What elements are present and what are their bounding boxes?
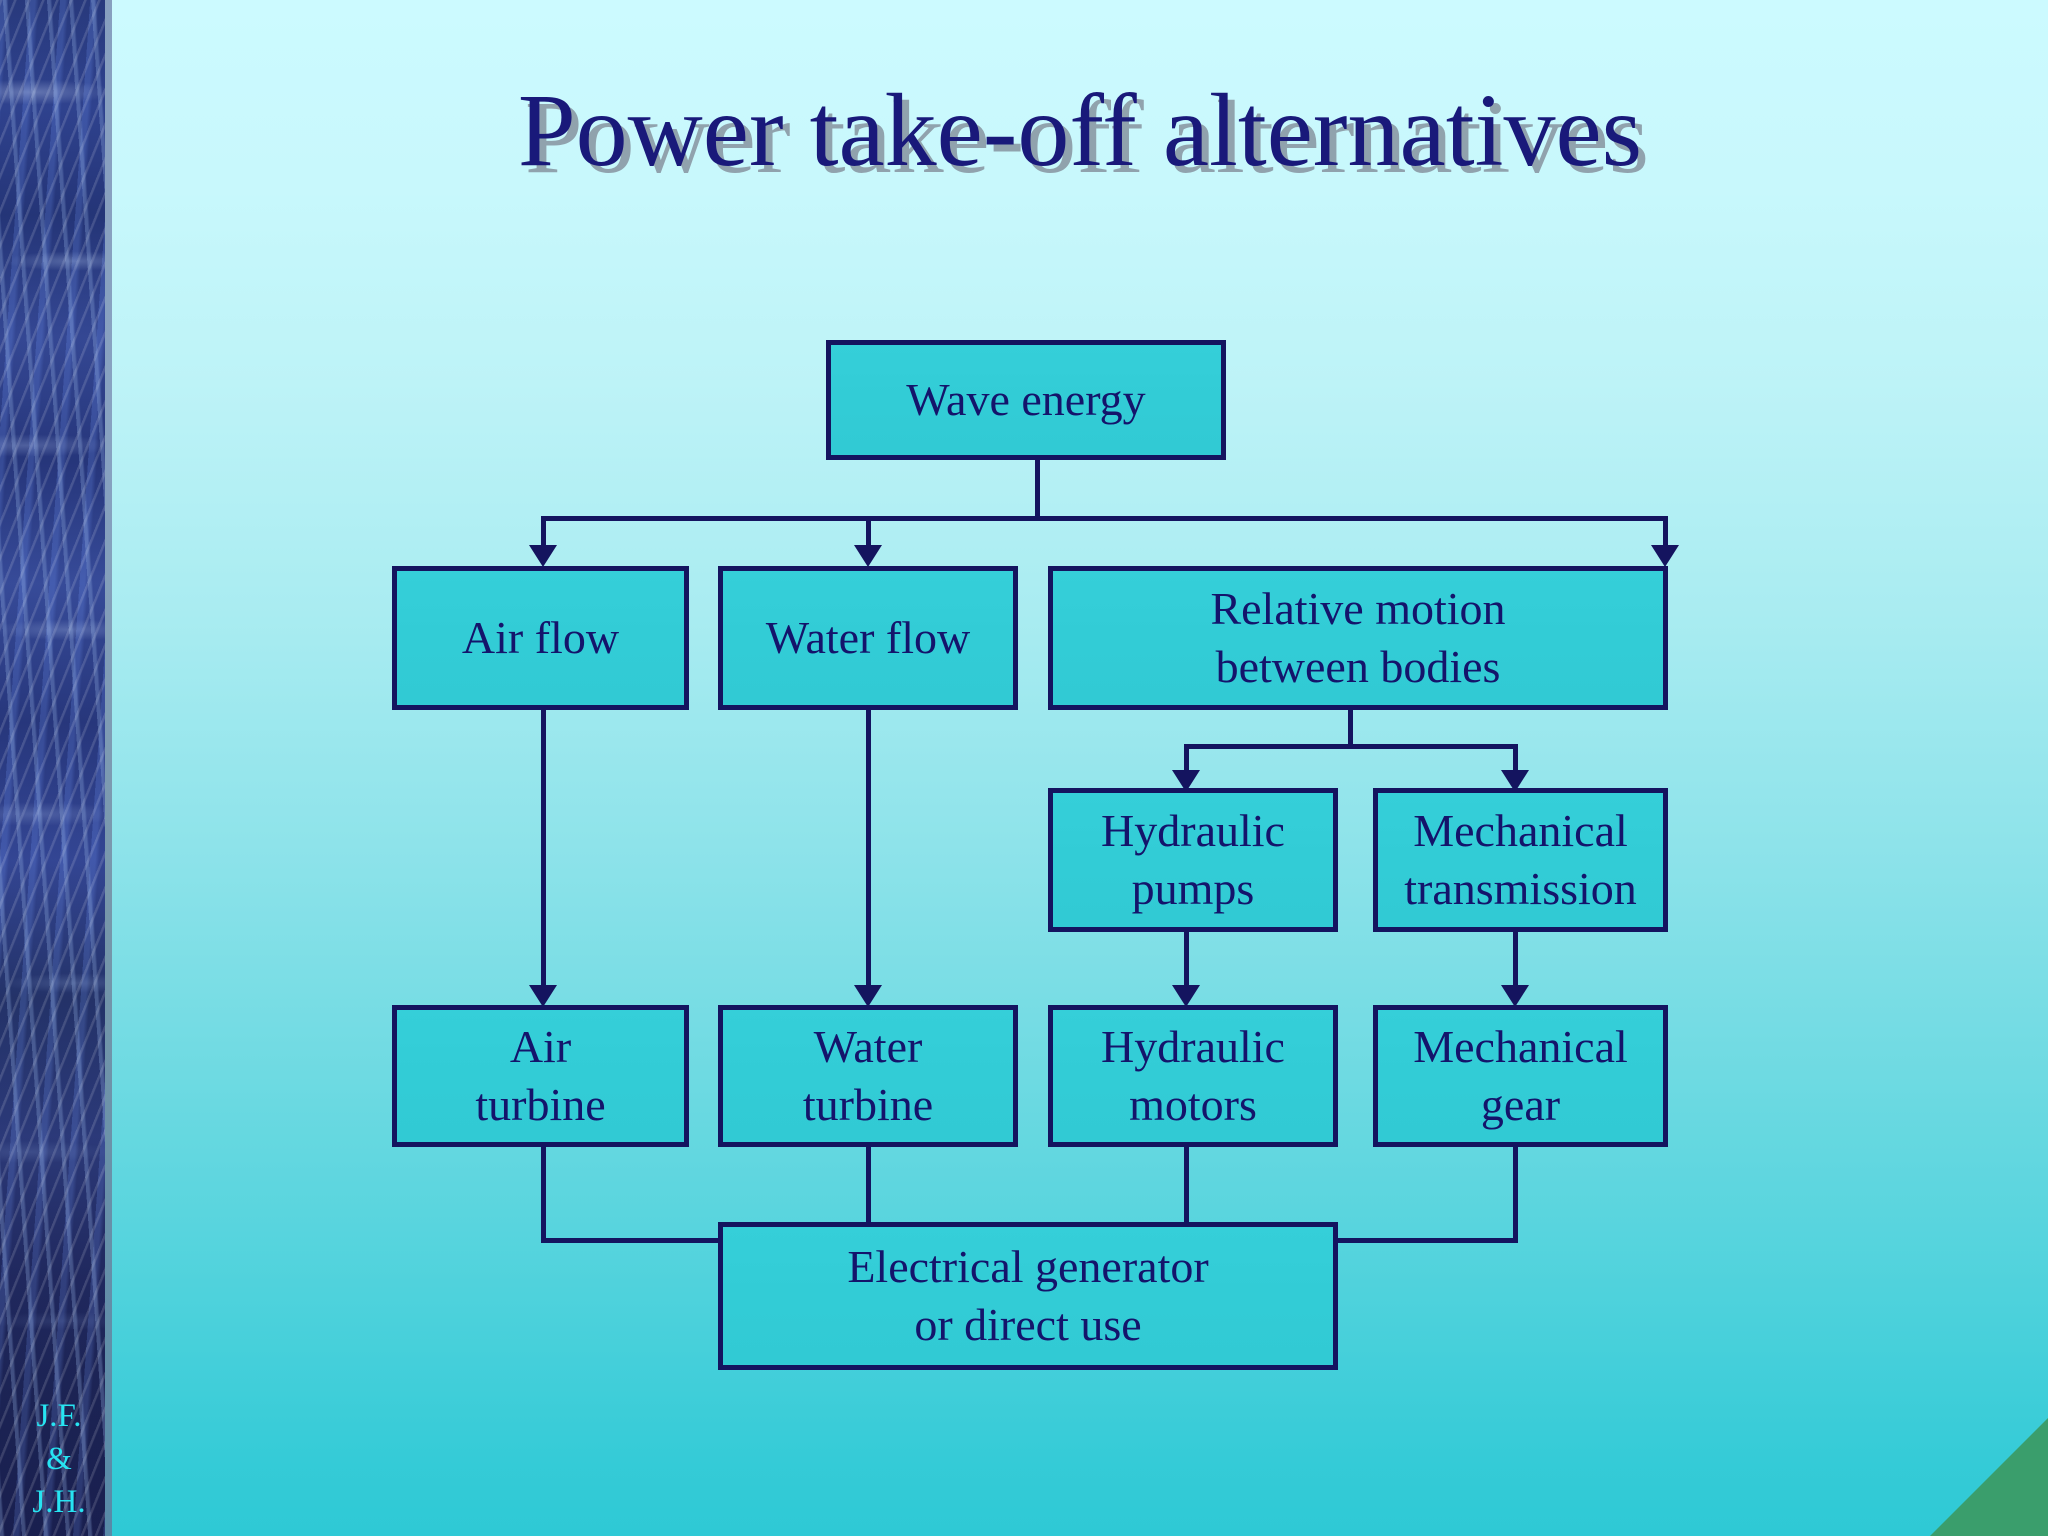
- arrowhead-relative-motion: [1651, 545, 1679, 567]
- node-hydraulic-motors-label-line1: Hydraulic: [1101, 1021, 1285, 1072]
- connector-bus-to-relative-motion: [1663, 516, 1668, 556]
- connector-airturbine-down: [541, 1143, 546, 1243]
- arrowhead-mechanical-transmission: [1501, 770, 1529, 792]
- arrowhead-waterflow: [854, 545, 882, 567]
- connector-relmotion-to-bus: [1348, 710, 1353, 748]
- arrowhead-airflow: [529, 545, 557, 567]
- ocean-texture-sidebar: [0, 0, 105, 1536]
- corner-triangle-decoration: [1930, 1418, 2048, 1536]
- connector-bus-to-airflow: [541, 516, 546, 556]
- node-air-flow-label: Air flow: [461, 612, 620, 663]
- connector-transmission-to-gear: [1513, 932, 1518, 994]
- arrowhead-hydraulic-motors: [1172, 985, 1200, 1007]
- node-hydraulic-motors-label-line2: motors: [1129, 1079, 1257, 1130]
- node-air-turbine-label-line1: Air: [509, 1021, 572, 1072]
- node-water-flow-label: Water flow: [765, 612, 971, 663]
- node-air-turbine[interactable]: Air turbine: [392, 1005, 689, 1147]
- node-mechanical-transmission[interactable]: Mechanical transmission: [1373, 788, 1668, 932]
- credit-line-2: &: [46, 1441, 72, 1477]
- node-air-turbine-label-line2: turbine: [475, 1079, 606, 1130]
- node-electrical-generator-label-line2: or direct use: [914, 1299, 1142, 1350]
- slide-title: Power take-off alternatives: [517, 73, 1643, 188]
- connector-waterturbine-down: [866, 1143, 871, 1243]
- node-hydraulic-pumps-label-line2: pumps: [1131, 863, 1255, 914]
- node-water-turbine-label-line1: Water: [813, 1021, 923, 1072]
- connector-bus-to-hydraulic-pumps: [1184, 744, 1189, 780]
- sidebar-divider: [105, 0, 112, 1536]
- node-air-flow[interactable]: Air flow: [392, 566, 689, 710]
- connector-level1-bus: [543, 516, 1668, 521]
- arrowhead-air-turbine: [529, 985, 557, 1007]
- connector-wave-to-bus: [1035, 456, 1040, 520]
- arrowhead-mechanical-gear: [1501, 985, 1529, 1007]
- credit-line-3: J.H.: [32, 1484, 86, 1520]
- connector-bus-to-waterflow: [866, 516, 871, 556]
- node-mechanical-gear[interactable]: Mechanical gear: [1373, 1005, 1668, 1147]
- node-water-turbine[interactable]: Water turbine: [718, 1005, 1018, 1147]
- node-relative-motion[interactable]: Relative motion between bodies: [1048, 566, 1668, 710]
- connector-airflow-to-airturbine: [541, 706, 546, 994]
- node-mechanical-gear-label-line1: Mechanical: [1413, 1021, 1628, 1072]
- node-electrical-generator[interactable]: Electrical generator or direct use: [718, 1222, 1338, 1370]
- node-hydraulic-motors[interactable]: Hydraulic motors: [1048, 1005, 1338, 1147]
- connector-pumps-to-motors: [1184, 932, 1189, 994]
- connector-waterflow-to-waterturbine: [866, 706, 871, 994]
- arrowhead-hydraulic-pumps: [1172, 770, 1200, 792]
- node-wave-energy[interactable]: Wave energy: [826, 340, 1226, 460]
- node-water-turbine-label-line2: turbine: [802, 1079, 934, 1130]
- connector-hydmotors-down: [1184, 1143, 1189, 1243]
- node-wave-energy-label: Wave energy: [906, 374, 1146, 425]
- author-credit: J.F. & J.H.: [14, 1395, 104, 1524]
- arrowhead-water-turbine: [854, 985, 882, 1007]
- connector-level2-bus: [1186, 744, 1518, 749]
- node-mechanical-gear-label-line2: gear: [1480, 1079, 1561, 1130]
- connector-bus-to-mechanical-transmission: [1513, 744, 1518, 780]
- credit-line-1: J.F.: [36, 1398, 82, 1434]
- node-mechanical-transmission-label-line1: Mechanical: [1413, 805, 1628, 856]
- node-hydraulic-pumps-label-line1: Hydraulic: [1101, 805, 1285, 856]
- node-relative-motion-label-line2: between bodies: [1215, 641, 1501, 692]
- node-hydraulic-pumps[interactable]: Hydraulic pumps: [1048, 788, 1338, 932]
- connector-mechgear-down: [1513, 1143, 1518, 1243]
- node-mechanical-transmission-label-line2: transmission: [1404, 863, 1637, 914]
- node-water-flow[interactable]: Water flow: [718, 566, 1018, 710]
- node-electrical-generator-label-line1: Electrical generator: [847, 1241, 1209, 1292]
- node-relative-motion-label-line1: Relative motion: [1210, 583, 1506, 634]
